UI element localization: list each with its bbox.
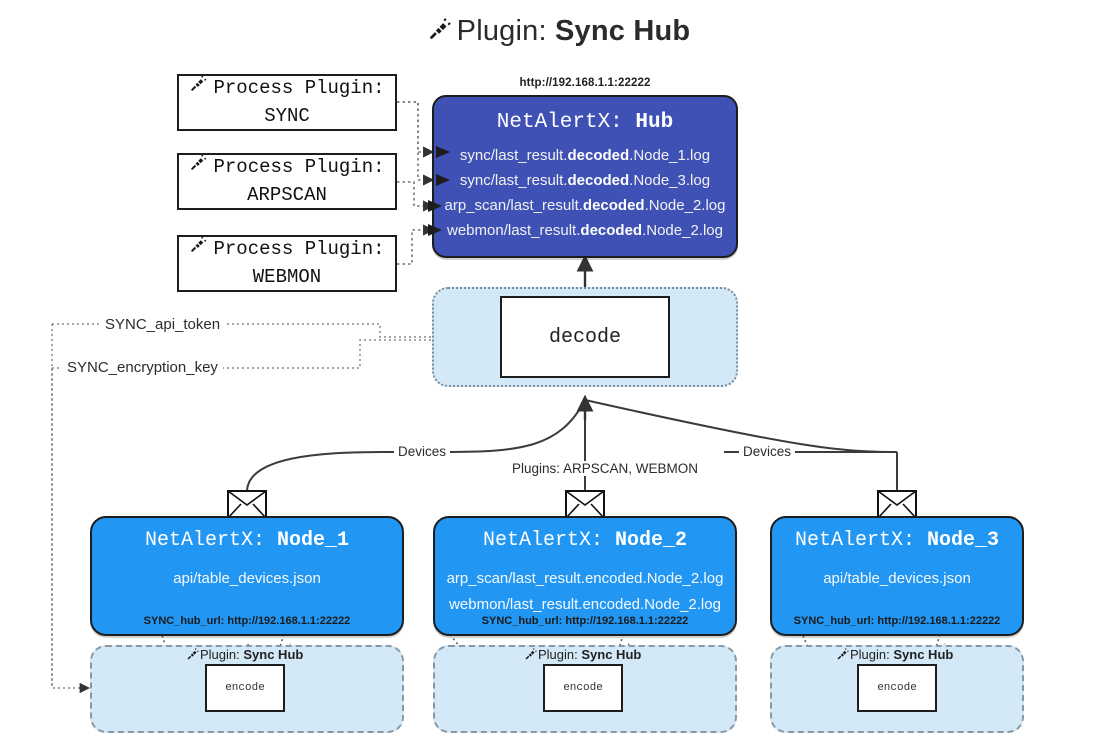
node-hub-url: SYNC_hub_url: http://192.168.1.1:22222	[793, 615, 1001, 627]
hub-box[interactable]: NetAlertX: Hub sync/last_result.decoded.…	[432, 95, 738, 258]
secret-label-api-token: SYNC_api_token	[100, 316, 226, 333]
page-title-name: Sync Hub	[555, 15, 691, 47]
page-title-prefix: Plugin:	[456, 15, 547, 47]
plug-icon	[189, 153, 208, 182]
encode-plugin-label-2: Plugin: Sync Hub	[524, 645, 641, 662]
node-title: NetAlertX: Node_3	[772, 529, 1022, 552]
hub-file-item: arp_scan/last_result.decoded.Node_2.log	[444, 197, 726, 214]
process-plugin-label: Process Plugin:	[213, 155, 385, 178]
secret-label-encryption-key: SYNC_encryption_key	[62, 359, 223, 376]
node-app: NetAlertX:	[144, 529, 265, 552]
hub-file-item: sync/last_result.decoded.Node_3.log	[459, 172, 711, 189]
plug-icon	[189, 235, 208, 264]
node-file-item: arp_scan/last_result.encoded.Node_2.log	[446, 570, 724, 587]
plug-icon	[186, 647, 200, 664]
envelope-icon[interactable]	[565, 490, 605, 519]
process-plugin-label: Process Plugin:	[213, 237, 385, 260]
envelope-icon[interactable]	[877, 490, 917, 519]
process-plugin-arpscan[interactable]: Process Plugin: ARPSCAN	[177, 153, 397, 210]
node-file-list: arp_scan/last_result.encoded.Node_2.log …	[435, 566, 735, 618]
edge-label-plugins-center: Plugins: ARPSCAN, WEBMON	[508, 461, 703, 476]
hub-name: Hub	[635, 111, 674, 134]
encode-plugin-prefix: Plugin:	[200, 647, 240, 662]
node-name: Node_1	[277, 529, 350, 552]
plug-icon	[189, 74, 208, 103]
hub-file-item: webmon/last_result.decoded.Node_2.log	[447, 222, 723, 239]
node-title: NetAlertX: Node_2	[435, 529, 735, 552]
process-plugin-value: SYNC	[264, 105, 310, 127]
plug-icon	[524, 647, 538, 664]
node-file-item: api/table_devices.json	[823, 570, 971, 587]
node-title: NetAlertX: Node_1	[92, 529, 402, 552]
encode-box-node-3[interactable]: encode	[857, 664, 937, 712]
encode-plugin-name: Sync Hub	[893, 647, 954, 662]
decode-label: decode	[548, 325, 621, 349]
node-hub-url: SYNC_hub_url: http://192.168.1.1:22222	[143, 615, 351, 627]
node-file-list: api/table_devices.json	[772, 566, 1022, 592]
process-plugin-label: Process Plugin:	[213, 76, 385, 99]
node-box-node-2[interactable]: NetAlertX: Node_2 arp_scan/last_result.e…	[433, 516, 737, 636]
node-app: NetAlertX:	[794, 529, 915, 552]
page-title: Plugin: Sync Hub	[0, 14, 1117, 48]
hub-url-label: http://192.168.1.1:22222	[519, 77, 651, 89]
encode-plugin-name: Sync Hub	[243, 647, 304, 662]
encode-label: encode	[225, 682, 265, 694]
process-plugin-value: WEBMON	[252, 266, 322, 288]
node-box-node-3[interactable]: NetAlertX: Node_3 api/table_devices.json…	[770, 516, 1024, 636]
edge-label-devices-right: Devices	[739, 444, 796, 459]
decode-box[interactable]: decode	[500, 296, 670, 378]
encode-plugin-label-3: Plugin: Sync Hub	[836, 645, 953, 662]
node-hub-url: SYNC_hub_url: http://192.168.1.1:22222	[481, 615, 689, 627]
node-file-list: api/table_devices.json	[92, 566, 402, 592]
encode-plugin-name: Sync Hub	[581, 647, 642, 662]
encode-container-node-1	[90, 645, 404, 733]
node-name: Node_3	[927, 529, 1000, 552]
node-file-item: webmon/last_result.encoded.Node_2.log	[449, 596, 721, 613]
node-file-item: api/table_devices.json	[173, 570, 321, 587]
encode-box-node-2[interactable]: encode	[543, 664, 623, 712]
process-plugin-value: ARPSCAN	[247, 184, 327, 206]
node-name: Node_2	[615, 529, 688, 552]
encode-plugin-label-1: Plugin: Sync Hub	[186, 645, 303, 662]
process-plugin-sync[interactable]: Process Plugin: SYNC	[177, 74, 397, 131]
node-box-node-1[interactable]: NetAlertX: Node_1 api/table_devices.json…	[90, 516, 404, 636]
encode-box-node-1[interactable]: encode	[205, 664, 285, 712]
encode-label: encode	[877, 682, 917, 694]
plug-icon	[836, 647, 850, 664]
envelope-icon[interactable]	[227, 490, 267, 519]
encode-plugin-prefix: Plugin:	[538, 647, 578, 662]
encode-label: encode	[563, 682, 603, 694]
process-plugin-webmon[interactable]: Process Plugin: WEBMON	[177, 235, 397, 292]
hub-file-item: sync/last_result.decoded.Node_1.log	[459, 147, 711, 164]
hub-file-list: sync/last_result.decoded.Node_1.log sync…	[434, 143, 736, 243]
node-app: NetAlertX:	[482, 529, 603, 552]
plug-icon	[427, 16, 453, 50]
hub-title: NetAlertX: Hub	[434, 111, 736, 134]
encode-plugin-prefix: Plugin:	[850, 647, 890, 662]
edge-label-devices-left: Devices	[394, 444, 451, 459]
hub-app: NetAlertX:	[496, 111, 623, 134]
